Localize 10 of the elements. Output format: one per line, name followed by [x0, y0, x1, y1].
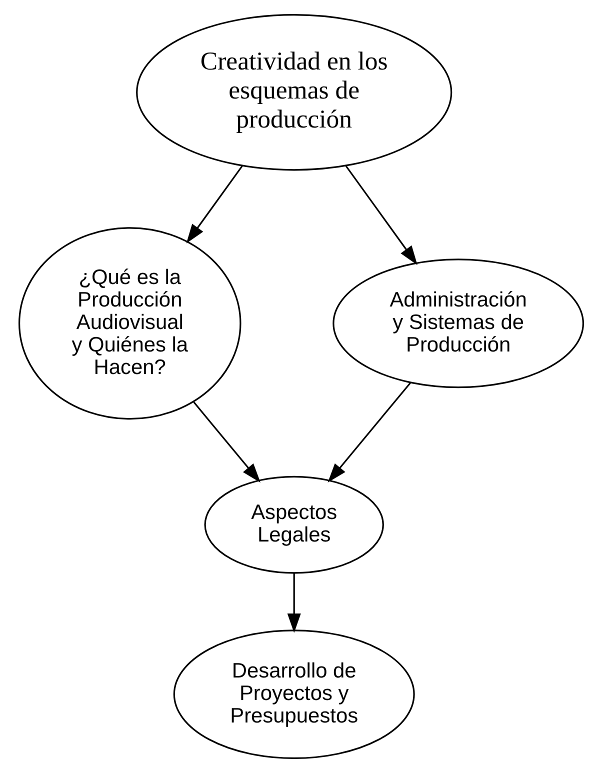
arrow: [327, 382, 410, 483]
node-ellipse: Creatividad en los esquemas de producción: [136, 14, 452, 171]
arrow: [186, 166, 242, 244]
node-ellipse: ¿Qué es la Producción Audiovisual y Quiénes la Hacen?: [18, 227, 241, 420]
node-ellipse: Aspectos Legales: [204, 476, 384, 574]
arrow: [192, 402, 260, 483]
arrow: [344, 166, 417, 266]
arrow: [286, 572, 300, 633]
node-ellipse: Desarrollo de Proyectos y Presupuestos: [172, 630, 414, 760]
node-ellipse: Administración y Sistemas de Producción: [332, 258, 584, 388]
